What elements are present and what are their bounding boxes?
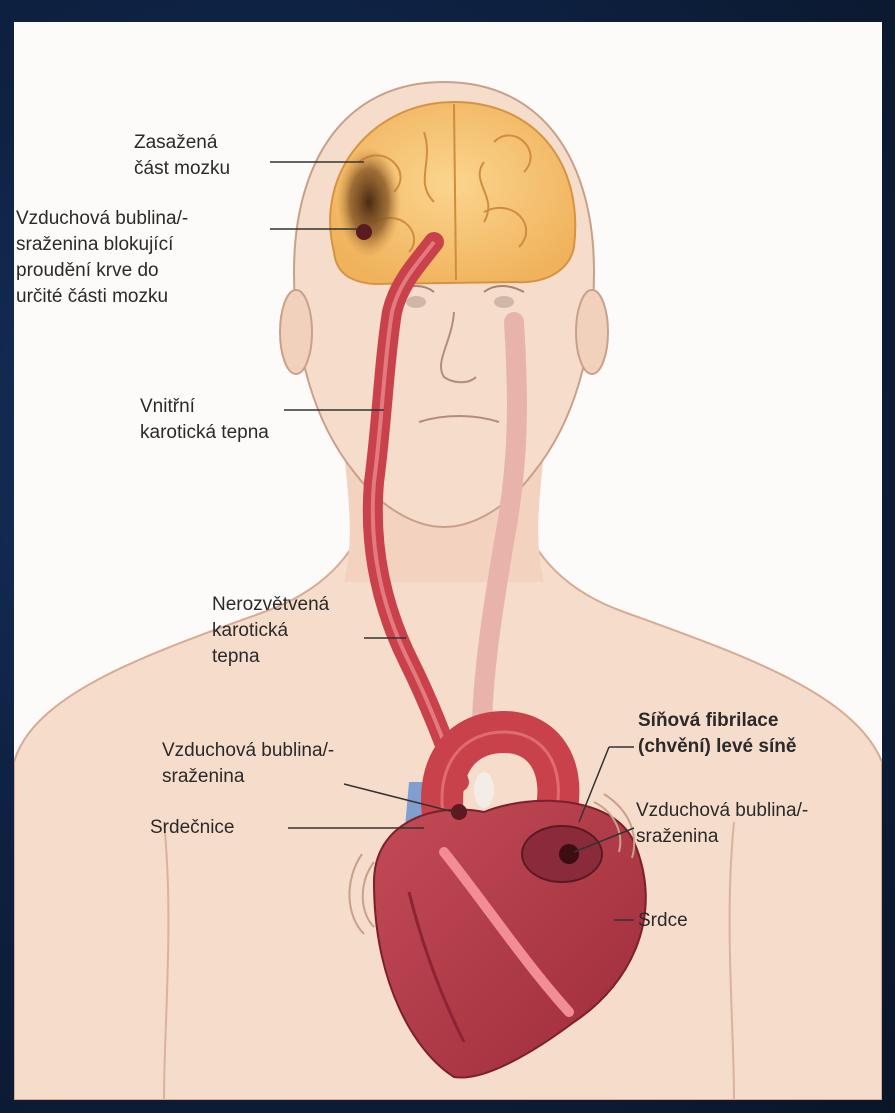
anatomy-illustration (14, 22, 882, 1100)
affected-brain-area (337, 147, 401, 257)
label-affected-brain: Zasažená část mozku (134, 130, 230, 182)
label-bubble-blocking: Vzduchová bublina/- sraženina blokující … (16, 206, 188, 310)
label-heart: Srdce (638, 908, 688, 934)
label-aorta: Srdečnice (150, 815, 235, 841)
atrium-clot (559, 844, 579, 864)
label-bubble-atrium: Vzduchová bublina/- sraženina (636, 798, 808, 850)
label-internal-carotid: Vnitřní karotická tepna (140, 394, 269, 446)
label-common-carotid: Nerozvětvená karotická tepna (212, 592, 329, 670)
label-bubble-aorta: Vzduchová bublina/- sraženina (162, 738, 334, 790)
illustration-panel: Zasažená část mozku Vzduchová bublina/- … (14, 22, 882, 1100)
label-af-left-atrium: Síňová fibrilace (chvění) levé síně (638, 708, 796, 760)
brain-clot (356, 224, 372, 240)
